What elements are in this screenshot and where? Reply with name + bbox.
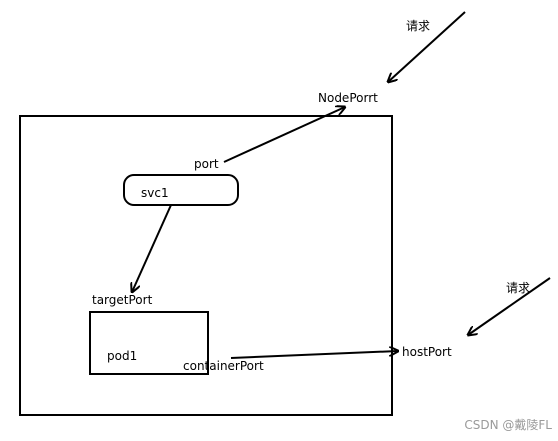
csdn-watermark: CSDN @戴陵FL <box>464 418 552 432</box>
request-top-label: 请求 <box>406 19 431 33</box>
pod1-box <box>89 311 209 375</box>
node-box <box>19 115 393 416</box>
request-top-arrow <box>388 11 466 82</box>
request-right-arrow <box>468 277 551 335</box>
svc-to-targetport-arrow <box>132 204 172 292</box>
containerport-label: containerPort <box>183 359 264 373</box>
svc1-box <box>123 174 239 206</box>
containerport-to-hostport-arrow <box>230 351 398 359</box>
port-to-nodeport-arrow <box>223 107 345 163</box>
pod1-label: pod1 <box>107 349 138 363</box>
nodeport-label: NodePorrt <box>318 91 378 105</box>
request-right-label: 请求 <box>506 281 531 295</box>
targetport-label: targetPort <box>92 293 153 307</box>
svc1-label: svc1 <box>141 186 169 200</box>
port-label: port <box>194 157 219 171</box>
hostport-label: hostPort <box>402 345 452 359</box>
